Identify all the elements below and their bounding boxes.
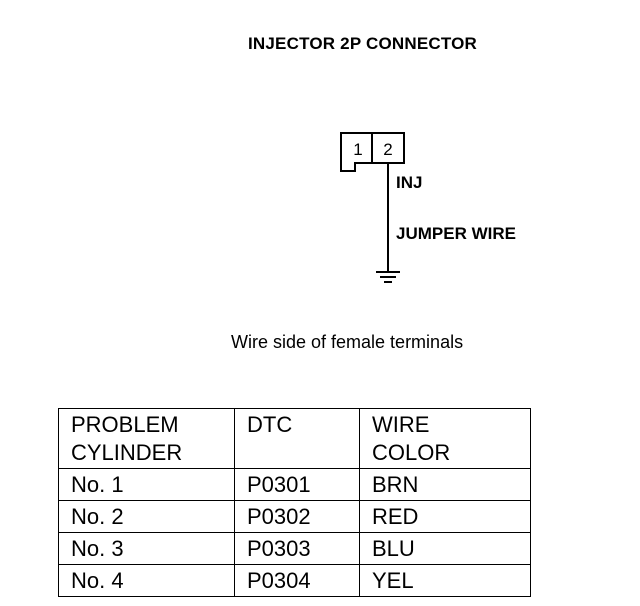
cell-dtc: P0301 <box>234 468 360 501</box>
table-row: No. 3 P0303 BLU <box>58 532 531 565</box>
cell-dtc: P0304 <box>234 564 360 597</box>
wire-color-table: PROBLEM CYLINDER DTC WIRE COLOR No. 1 P0… <box>58 408 531 597</box>
header-text: WIRE <box>372 412 430 437</box>
jumper-wire-label: JUMPER WIRE <box>396 224 516 243</box>
table-row: No. 2 P0302 RED <box>58 500 531 533</box>
connector-diagram: 1 2 <box>340 132 405 283</box>
cell-cylinder: No. 3 <box>58 532 235 565</box>
header-text: DTC <box>247 412 293 437</box>
header-text: CYLINDER <box>71 440 183 465</box>
cell-wire-color: BLU <box>359 532 531 565</box>
cell-cylinder: No. 2 <box>58 500 235 533</box>
cell-wire-color: YEL <box>359 564 531 597</box>
cell-dtc: P0302 <box>234 500 360 533</box>
inj-label: INJ <box>396 173 423 192</box>
header-dtc: DTC <box>234 408 360 469</box>
diagram-caption: Wire side of female terminals <box>231 332 464 352</box>
cell-wire-color: RED <box>359 500 531 533</box>
header-text: PROBLEM <box>71 412 179 437</box>
terminal-2-label: 2 <box>383 140 392 159</box>
terminal-1-label: 1 <box>353 140 362 159</box>
connector-outline <box>340 132 405 172</box>
table-row: No. 4 P0304 YEL <box>58 564 531 597</box>
cell-cylinder: No. 4 <box>58 564 235 597</box>
header-wire-color: WIRE COLOR <box>359 408 531 469</box>
header-problem-cylinder: PROBLEM CYLINDER <box>58 408 235 469</box>
ground-icon <box>376 271 400 283</box>
table-header-row: PROBLEM CYLINDER DTC WIRE COLOR <box>58 408 531 469</box>
table-row: No. 1 P0301 BRN <box>58 468 531 501</box>
diagram-title: INJECTOR 2P CONNECTOR <box>248 34 478 53</box>
cell-dtc: P0303 <box>234 532 360 565</box>
header-text: COLOR <box>372 440 451 465</box>
cell-cylinder: No. 1 <box>58 468 235 501</box>
cell-wire-color: BRN <box>359 468 531 501</box>
